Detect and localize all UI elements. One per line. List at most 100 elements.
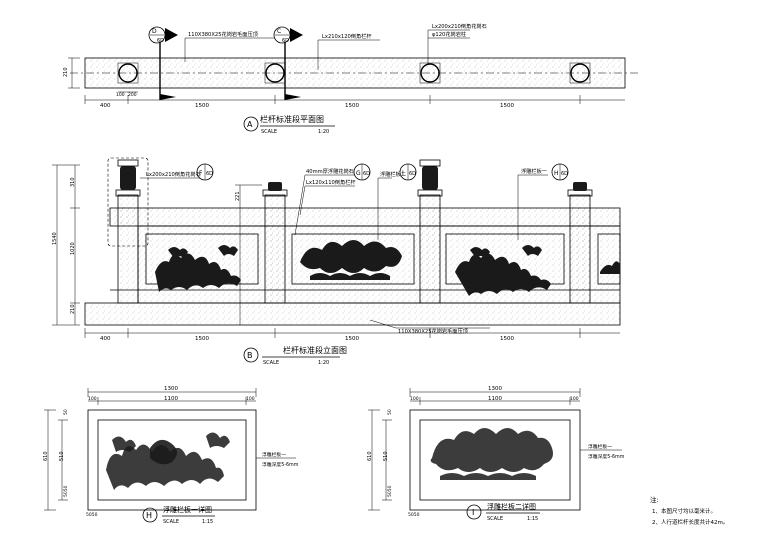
- callout-d-bottom: 6D: [157, 38, 164, 44]
- section-callout-c: C 6D: [273, 26, 303, 100]
- detail-i-scale-word: SCALE: [487, 516, 503, 522]
- detail-i-note: 浮雕栏板一: [588, 443, 612, 450]
- elevation-note-stone: Lx200x210倒角花岗石: [146, 170, 201, 178]
- detail-break-box: [107, 157, 149, 247]
- elevation-dim-bot: 210: [70, 304, 76, 314]
- relief-panel-3: [445, 233, 565, 296]
- detail-h-dim-side-r: 100: [246, 396, 255, 402]
- plan-view: D 6D C 6D 110X380X25花岗岩毛面压顶 Lx210x120倒角栏…: [63, 22, 640, 135]
- elevation-dimension-line: 400 1500 1500 1500: [84, 328, 620, 342]
- detail-h-dim-w: 1300: [164, 386, 178, 392]
- callout-h: 浮雕栏板一 H 6D: [517, 163, 569, 240]
- detail-h-note-depth: 浮雕深度5-6mm: [262, 461, 299, 468]
- elevation-dim-mid: 1020: [70, 242, 76, 255]
- detail-h-grid-label: 5050: [86, 512, 98, 518]
- detail-i-dim-side-r: 100: [570, 396, 579, 402]
- detail-i-dim-h: 610: [367, 451, 373, 461]
- plan-posts: [117, 62, 591, 84]
- detail-h-scale: 1:15: [202, 519, 213, 525]
- detail-i-grid-label: 5050: [408, 512, 420, 518]
- callout-f-bottom: 6D: [206, 171, 213, 177]
- detail-h-label: H: [146, 511, 152, 520]
- notes-line-2: 2、人行道栏杆长度共计42m。: [652, 518, 728, 526]
- elevation-scale: 1:20: [318, 360, 329, 366]
- detail-h-scale-word: SCALE: [163, 519, 179, 525]
- elevation-dim-span-1: 1500: [195, 336, 209, 342]
- elevation-label: B: [247, 351, 253, 360]
- plan-dim-span-2: 1500: [345, 103, 359, 109]
- detail-h-dim-inner: 1100: [164, 396, 178, 402]
- elevation-dim-span-2: 1500: [345, 336, 359, 342]
- section-callout-d: D 6D: [148, 26, 178, 100]
- detail-i-grid-label-v: 5050: [387, 485, 393, 497]
- elevation-dim-span-3: 1500: [500, 336, 514, 342]
- elevation-scale-word: SCALE: [263, 360, 279, 366]
- detail-i-label-circle: [466, 504, 482, 520]
- elevation-posts: [115, 159, 593, 304]
- plan-dim-left: 400: [100, 103, 111, 109]
- callout-i-bottom: 6D: [409, 171, 416, 177]
- general-notes: 注: 1、本图尺寸均以毫米计。 2、人行道栏杆长度共计42m。: [650, 495, 728, 526]
- relief-panel-1: [145, 233, 259, 292]
- detail-h-dim-h: 610: [43, 451, 49, 461]
- plan-dim-small-1: 100: [116, 92, 125, 98]
- plan-note-coping: 110X380X25花岗岩毛面压顶: [188, 30, 258, 38]
- elevation-label-circle: [243, 347, 259, 363]
- detail-i-dim-h-inner: 510: [383, 451, 389, 461]
- detail-i-scale: 1:15: [527, 516, 538, 522]
- detail-h-dim-side-l: 100: [88, 396, 97, 402]
- plan-note-stone: Lx200x210倒角花岗石: [432, 22, 487, 30]
- notes-heading: 注:: [650, 495, 659, 504]
- elevation-note-relief: 40mm厚浮雕花岗石: [306, 167, 354, 175]
- detail-i-label: I: [472, 508, 474, 517]
- callout-f: Lx200x210倒角花岗石 F 6D: [140, 163, 214, 181]
- plan-note-column: φ120花岗岩柱: [432, 30, 466, 38]
- callout-g-top: G: [356, 170, 361, 177]
- notes-line-1: 1、本图尺寸均以毫米计。: [652, 507, 716, 515]
- detail-h-grid-label-v: 5050: [63, 485, 69, 497]
- detail-h-dim-h-inner: 510: [59, 451, 65, 461]
- elevation-view: Lx200x210倒角花岗石 F 6D 40mm厚浮雕花岗石 Lx120x110…: [52, 157, 621, 366]
- detail-i-dim-w: 1300: [488, 386, 502, 392]
- elevation-note-rail: Lx120x110倒角栏杆: [306, 178, 356, 186]
- callout-g-bottom: 6D: [363, 171, 370, 177]
- callout-c-top: C: [277, 28, 281, 35]
- callout-d-top: D: [152, 28, 157, 35]
- detail-h-label-circle: [142, 507, 158, 523]
- plan-scale-word: SCALE: [261, 129, 277, 135]
- elevation-vertical-dimensions: 1540 310 1020 210 221: [52, 164, 262, 326]
- detail-i-title: 浮雕栏板二详图: [487, 502, 536, 511]
- detail-i-note-depth: 浮雕深度5-6mm: [588, 453, 625, 460]
- callout-i-top: I: [402, 170, 404, 177]
- plan-note-rail: Lx210x120倒角栏杆: [322, 32, 372, 40]
- elevation-dim-left: 400: [100, 336, 111, 342]
- plan-scale: 1:20: [318, 129, 329, 135]
- elevation-dim-post: 221: [235, 191, 241, 201]
- plan-dim-small-2: 200: [128, 92, 137, 98]
- callout-f-top: F: [199, 170, 203, 177]
- elevation-note-panel-1: 浮雕栏板一: [521, 167, 547, 175]
- callout-h-bottom: 6D: [561, 171, 568, 177]
- detail-h-title: 浮雕栏板一详图: [163, 505, 212, 514]
- detail-h-view: 1300 1100 100 100 610 510 50 5050 5050 浮…: [43, 386, 299, 525]
- detail-h-note: 浮雕栏板一: [262, 451, 286, 458]
- elevation-dim-top: 310: [70, 177, 76, 187]
- plan-dim-span-3: 1500: [500, 103, 514, 109]
- detail-h-dim-h-top: 50: [63, 409, 69, 415]
- detail-i-dim-inner: 1100: [488, 396, 502, 402]
- detail-i-dim-side-l: 100: [410, 396, 419, 402]
- callout-g: 40mm厚浮雕花岗石 Lx120x110倒角栏杆 G 6D: [294, 163, 371, 236]
- callout-h-top: H: [554, 170, 559, 177]
- callout-c-bottom: 6D: [282, 38, 289, 44]
- plan-dim-span-1: 1500: [195, 103, 209, 109]
- relief-panel-2: [291, 233, 415, 285]
- detail-i-dim-h-top: 50: [387, 409, 393, 415]
- elevation-note-panel-2: 浮雕栏板二: [380, 170, 406, 178]
- relief-panel-4-partial: [597, 233, 621, 285]
- plan-title: 栏杆标准段平面图: [260, 114, 324, 124]
- plan-label-circle: [243, 116, 259, 132]
- callout-i: 浮雕栏板二 I 6D: [377, 163, 417, 240]
- elevation-note-coping: 110X380X25花岗岩毛面压顶: [398, 327, 468, 335]
- detail-i-view: 1300 1100 100 100 610 510 50 5050 5050 浮…: [367, 386, 625, 522]
